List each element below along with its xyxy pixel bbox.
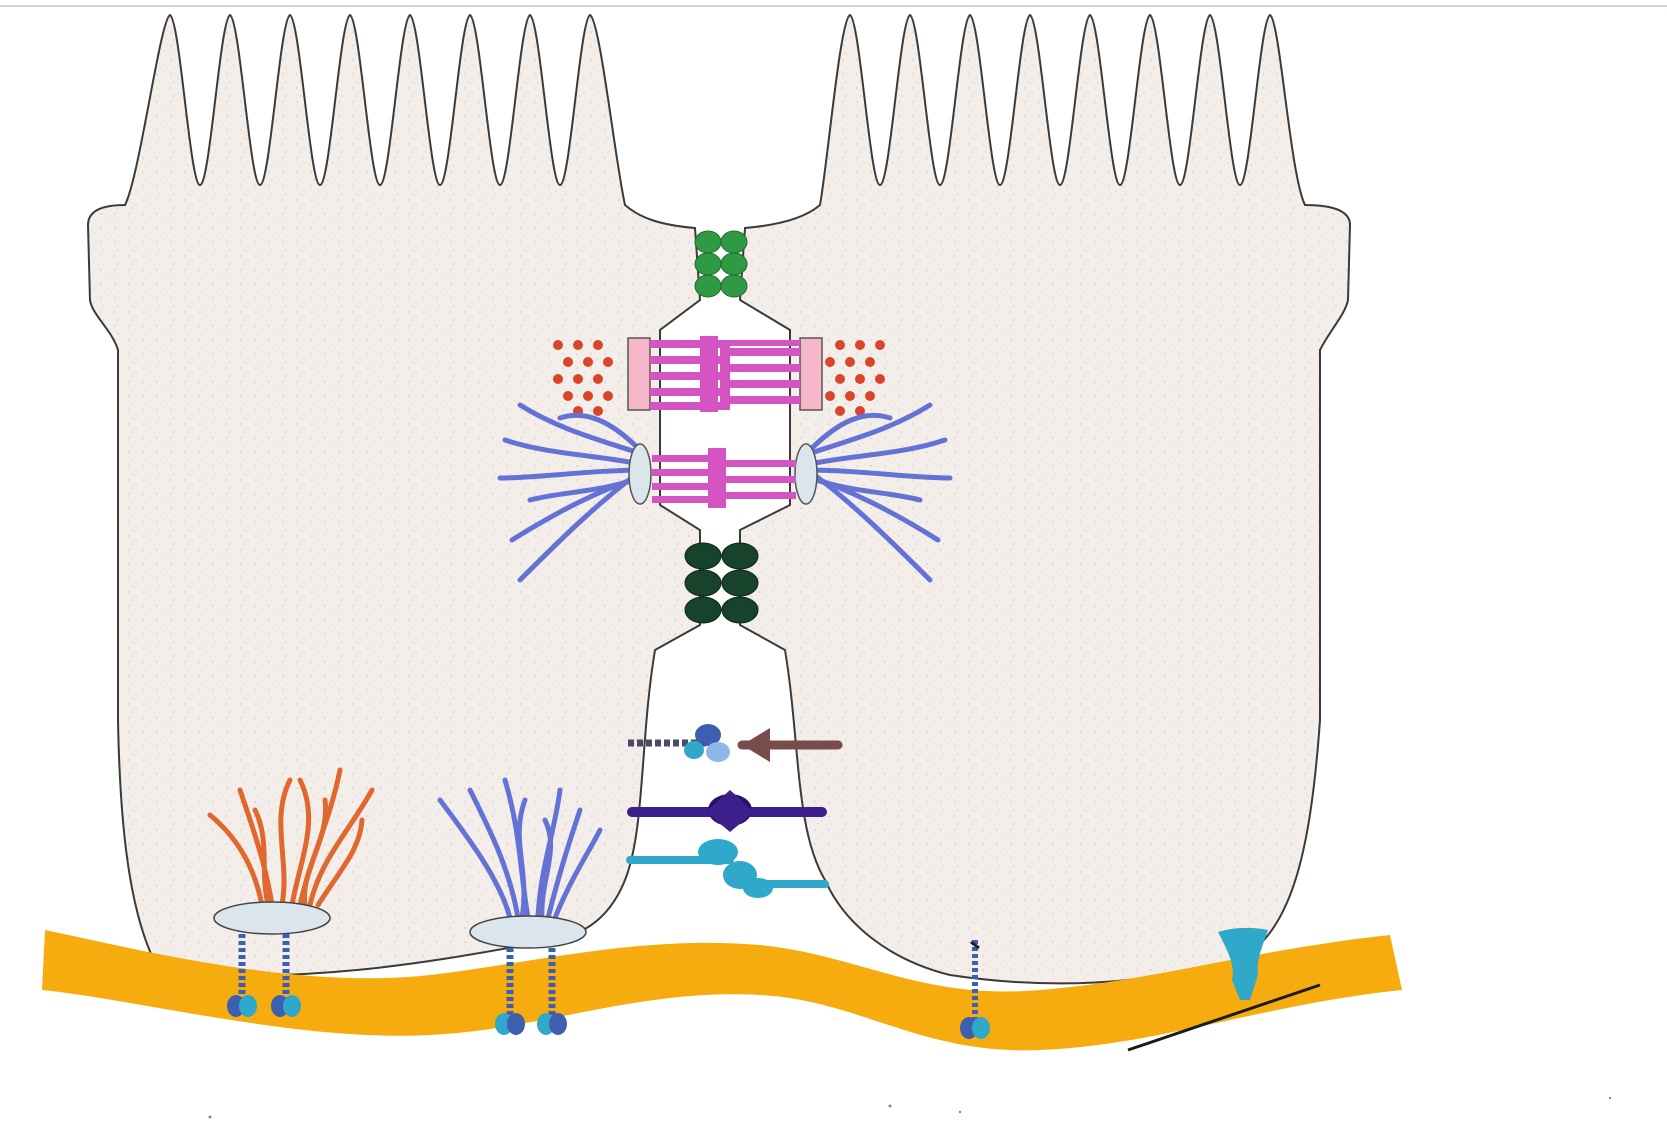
adherens-plaque-left (628, 338, 650, 410)
connexon (722, 570, 758, 596)
desmosome-plaque-right (795, 444, 817, 504)
tight-junction-protein (695, 253, 721, 275)
connexon (685, 543, 721, 569)
connexon (722, 597, 758, 623)
tight-junction-protein (721, 275, 747, 297)
right-cell-body (740, 15, 1350, 983)
connexon (685, 570, 721, 596)
hemidesmosome-plaque (470, 916, 586, 948)
tight-junction-protein (695, 231, 721, 253)
hemidesmosome-plaque (214, 902, 330, 934)
tight-junction-protein (721, 231, 747, 253)
tight-junction (695, 231, 747, 297)
tight-junction-protein (695, 275, 721, 297)
connexon (722, 543, 758, 569)
connexon (685, 597, 721, 623)
desmosome-plaque-left (629, 444, 651, 504)
tight-junction-protein (721, 253, 747, 275)
adherens-plaque-right (800, 338, 822, 410)
